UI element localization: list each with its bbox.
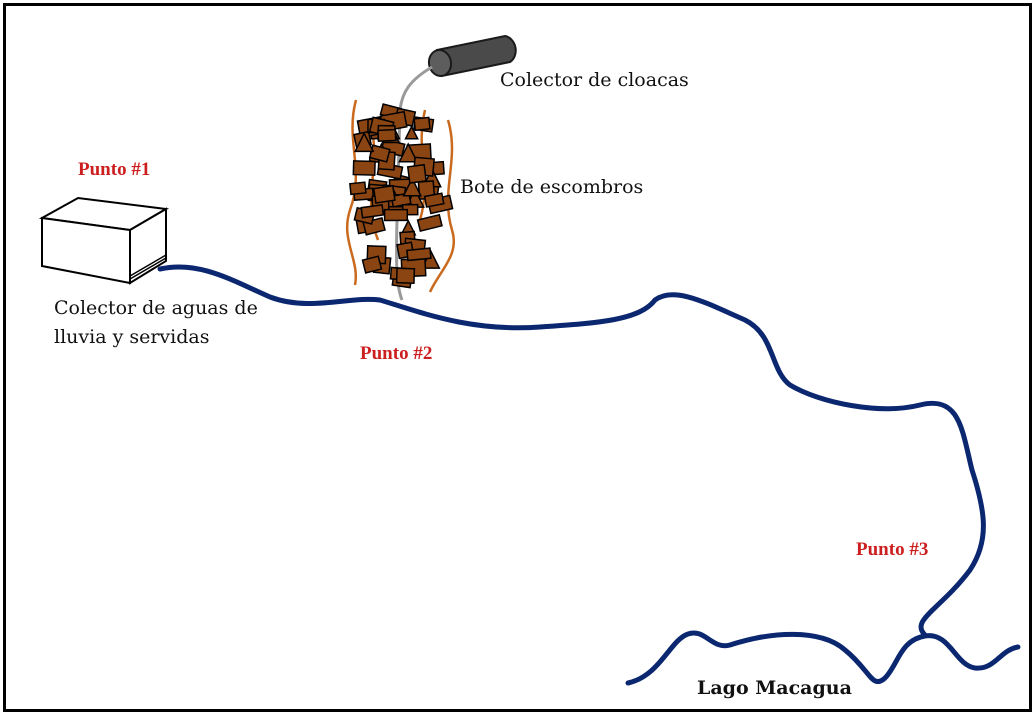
debris-brick	[377, 128, 397, 142]
punto-2-label: Punto #2	[360, 343, 433, 364]
debris-chunk	[398, 142, 419, 163]
debris-chunk	[353, 131, 375, 153]
sewer-pipe-icon	[427, 34, 517, 78]
debris-chunk	[404, 124, 419, 140]
debris-brick	[413, 116, 431, 132]
debris-vine	[428, 119, 455, 293]
colector-aguas-label-line2: lluvia y servidas	[54, 326, 210, 348]
debris-brick	[360, 204, 385, 219]
debris-brick	[406, 247, 432, 262]
debris-chunk	[420, 249, 441, 269]
debris-brick	[395, 267, 416, 285]
debris-brick	[352, 160, 376, 176]
debris-brick	[372, 184, 396, 204]
colector-aguas-label-line1: Colector de aguas de	[54, 297, 258, 319]
debris-pile-icon	[345, 99, 455, 293]
debris-brick	[383, 208, 409, 222]
debris-brick	[361, 255, 383, 274]
punto-1-label: Punto #1	[78, 159, 151, 180]
river-line	[157, 264, 986, 638]
colector-cloacas-label: Colector de cloacas	[500, 69, 689, 91]
debris-brick	[423, 192, 445, 208]
debris-brick	[349, 181, 367, 196]
debris-brick	[406, 163, 428, 184]
lago-label: Lago Macagua	[697, 677, 852, 699]
lake-shoreline	[625, 630, 1021, 686]
bote-escombros-label: Bote de escombros	[460, 176, 644, 198]
diagram-frame	[3, 3, 1032, 712]
debris-chunk	[402, 176, 423, 197]
debris-brick	[416, 213, 443, 233]
punto-3-label: Punto #3	[856, 539, 929, 560]
box-collector-icon	[38, 196, 170, 285]
debris-vine	[345, 99, 358, 286]
